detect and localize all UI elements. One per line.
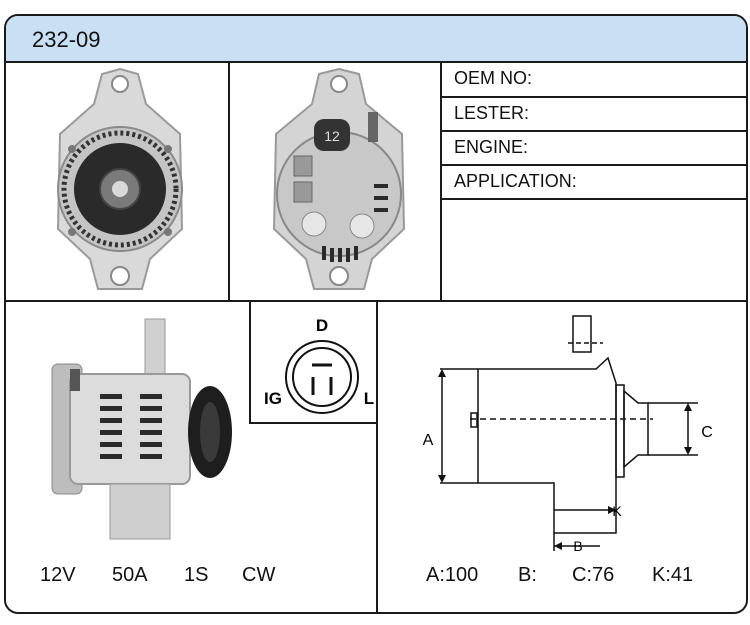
dim-label-c: C — [701, 424, 713, 441]
spec-voltage: 12V — [40, 564, 76, 586]
dim-value-b: B: — [518, 564, 537, 586]
connector-label-d: D — [316, 316, 328, 335]
dimension-drawing: A C K B — [423, 315, 713, 553]
spec-groove: 1S — [184, 564, 209, 586]
connector-diagram: D IG L — [264, 316, 374, 414]
product-sheet: 232-09 OEM NO: LESTER: ENGINE: APPLICATI… — [4, 14, 748, 614]
spec-amperage: 50A — [112, 564, 148, 586]
connector-label-l: L — [364, 389, 374, 408]
part-number-title: 232-09 — [32, 27, 101, 52]
dim-value-a: A:100 — [426, 564, 479, 586]
info-row-line-4 — [440, 198, 746, 200]
title-bar: 232-09 — [6, 16, 746, 63]
alternator-front-photo — [56, 67, 184, 290]
dim-label-a: A — [423, 432, 434, 449]
dim-label-b: B — [573, 538, 582, 553]
divider-connector-bottom — [249, 422, 377, 424]
info-row-line-3 — [440, 164, 746, 166]
spec-rotation: CW — [242, 564, 276, 586]
divider-bottom-right — [376, 301, 378, 612]
dim-value-k: K:41 — [652, 564, 694, 586]
engine-label: ENGINE: — [454, 137, 529, 157]
divider-bottom-left — [249, 301, 251, 424]
dim-label-k: K — [612, 503, 622, 519]
dim-value-c: C:76 — [572, 564, 615, 586]
divider-top-left — [228, 61, 230, 301]
alternator-side-photo — [51, 318, 232, 540]
svg-text:12: 12 — [324, 128, 340, 144]
oem-no-label: OEM NO: — [454, 68, 533, 88]
application-label: APPLICATION: — [454, 171, 577, 191]
info-row-line-2 — [440, 130, 746, 132]
lester-label: LESTER: — [454, 103, 530, 123]
connector-label-ig: IG — [264, 389, 282, 408]
info-row-line-1 — [440, 96, 746, 98]
divider-top-right — [440, 61, 442, 301]
alternator-rear-photo: 12 — [272, 67, 406, 290]
